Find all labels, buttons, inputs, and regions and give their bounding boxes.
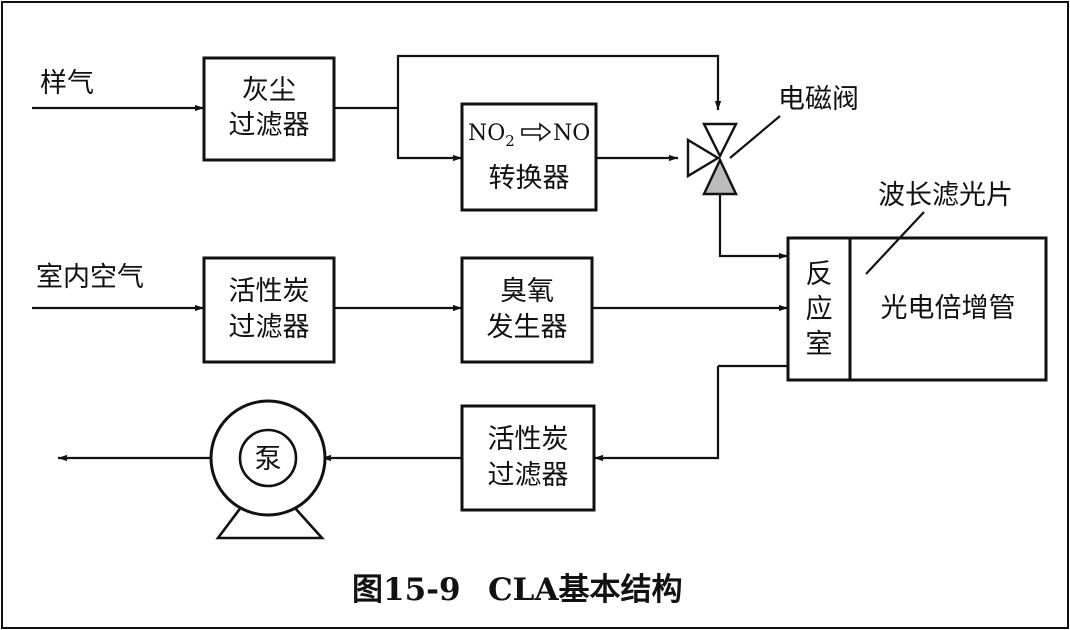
- carbon-filter-top-line2: 过滤器: [229, 312, 310, 343]
- caption-figure-number: 图15-9: [352, 572, 461, 608]
- carbon-filter-bottom-line2: 过滤器: [488, 460, 569, 491]
- label-sample-gas: 样气: [40, 68, 94, 99]
- converter-box: NO2 NO 转换器: [460, 102, 598, 212]
- carbon-filter-top-line1: 活性炭: [229, 276, 310, 307]
- converter-arrow-icon: [521, 122, 552, 142]
- dust-filter-line1: 灰尘: [242, 75, 296, 106]
- arrow-to-converter: [396, 108, 462, 162]
- label-wavelength-filter: 波长滤光片: [878, 180, 1013, 211]
- reaction-chamber-box: 反 应 室: [786, 236, 852, 382]
- chamber-char-1: 反: [806, 259, 833, 290]
- label-solenoid-valve: 电磁阀: [778, 84, 859, 115]
- leader-wavelength-filter: [865, 211, 925, 275]
- carbon-filter-top-box: 活性炭 过滤器: [202, 256, 336, 364]
- ozone-generator-line2: 发生器: [487, 312, 568, 343]
- leader-solenoid-valve: [729, 115, 781, 159]
- chamber-char-3: 室: [806, 329, 833, 360]
- converter-line2: 转换器: [489, 163, 570, 194]
- converter-formula: NO2: [468, 121, 515, 150]
- dust-filter-line2: 过滤器: [229, 110, 310, 141]
- converter-formula-right: NO: [553, 121, 590, 146]
- pump-label: 泵: [255, 444, 282, 475]
- caption-title: CLA基本结构: [488, 572, 683, 608]
- pump-icon: 泵: [209, 399, 327, 540]
- dust-filter-box: 灰尘 过滤器: [202, 56, 336, 162]
- arrow-exhaust-to-carbon-filter: [594, 366, 720, 462]
- pmt-label: 光电倍增管: [881, 293, 1016, 324]
- solenoid-valve-icon: [686, 122, 738, 196]
- chamber-char-2: 应: [806, 294, 833, 325]
- carbon-filter-bottom-line1: 活性炭: [488, 424, 569, 455]
- carbon-filter-bottom-box: 活性炭 过滤器: [460, 404, 596, 512]
- arrow-valve-to-chamber: [718, 194, 788, 260]
- pmt-box: 光电倍增管: [848, 236, 1048, 382]
- arrow-bypass-to-valve: [396, 54, 722, 110]
- ozone-generator-line1: 臭氧: [500, 276, 554, 307]
- label-indoor-air: 室内空气: [36, 262, 144, 293]
- ozone-generator-box: 臭氧 发生器: [460, 256, 594, 364]
